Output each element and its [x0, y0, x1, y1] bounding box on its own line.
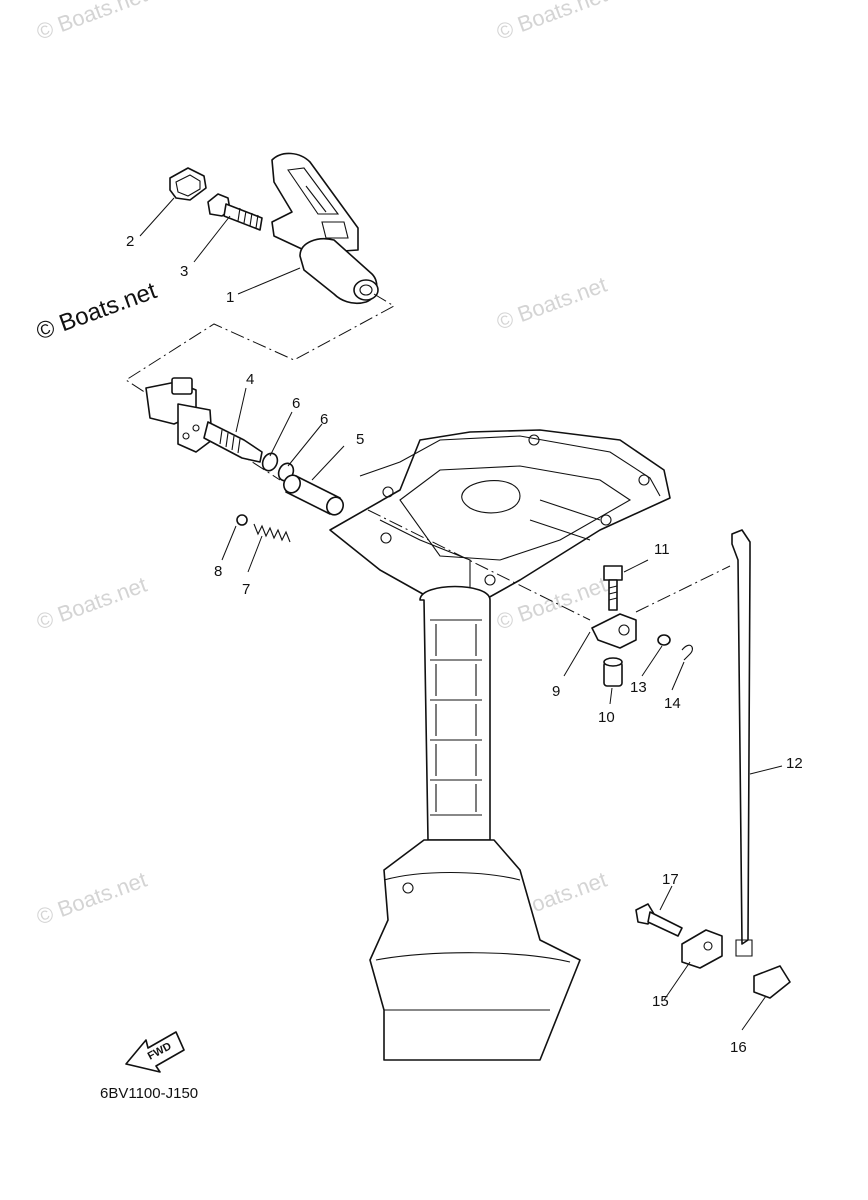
callout-8: 8 — [214, 563, 222, 580]
part-13-washer — [657, 634, 671, 646]
callout-10: 10 — [598, 709, 615, 726]
part-1-handle-bracket — [271, 152, 379, 305]
part-9-bracket — [591, 613, 637, 649]
callout-3: 3 — [180, 263, 188, 280]
callout-14: 14 — [664, 695, 681, 712]
part-7-spring — [253, 523, 291, 543]
reference-line — [125, 293, 396, 481]
part-3-bolt — [207, 193, 263, 231]
callout-6a: 6 — [292, 395, 300, 412]
upper-casing-plate — [329, 429, 671, 609]
part-8-ball — [236, 514, 248, 526]
driveshaft-housing — [369, 585, 581, 1061]
callout-11: 11 — [654, 541, 670, 558]
callout-15: 15 — [652, 993, 669, 1010]
part-15-bracket — [681, 929, 723, 969]
watermark-text: © Boats.net — [493, 272, 610, 335]
callout-17: 17 — [662, 871, 679, 888]
reference-line — [635, 565, 731, 613]
part-11-bolt — [603, 565, 623, 611]
part-4-lever — [145, 377, 263, 463]
part-14-clip — [681, 644, 693, 661]
reference-line — [367, 509, 591, 621]
callout-7: 7 — [242, 581, 250, 598]
leader-lines — [139, 197, 783, 1031]
watermark-text-strong: © Boats.net — [33, 277, 161, 345]
callout-5: 5 — [356, 431, 364, 448]
part-12-rod — [731, 529, 753, 957]
callout-12: 12 — [786, 755, 803, 772]
part-5-sleeve — [283, 474, 344, 516]
callout-1: 1 — [226, 289, 234, 306]
callout-13: 13 — [630, 679, 647, 696]
callout-labels: 1 2 3 4 5 6 6 7 8 9 10 11 12 13 14 15 16… — [126, 233, 803, 1056]
watermark-text: © Boats.net — [493, 0, 610, 45]
callout-4: 4 — [246, 371, 254, 388]
watermark-text: © Boats.net — [33, 0, 150, 45]
fwd-arrow-icon: FWD — [125, 1031, 185, 1073]
callout-9: 9 — [552, 683, 560, 700]
callout-6b: 6 — [320, 411, 328, 428]
part-17-bolt — [635, 903, 683, 937]
watermark-text: © Boats.net — [33, 572, 150, 635]
diagram-code: 6BV1100-J150 — [100, 1085, 198, 1102]
callout-16: 16 — [730, 1039, 747, 1056]
part-2-cap — [169, 167, 207, 201]
callout-2: 2 — [126, 233, 134, 250]
part-16-clip — [753, 965, 791, 999]
part-10-collar — [603, 657, 623, 687]
watermark-text: © Boats.net — [33, 867, 150, 930]
